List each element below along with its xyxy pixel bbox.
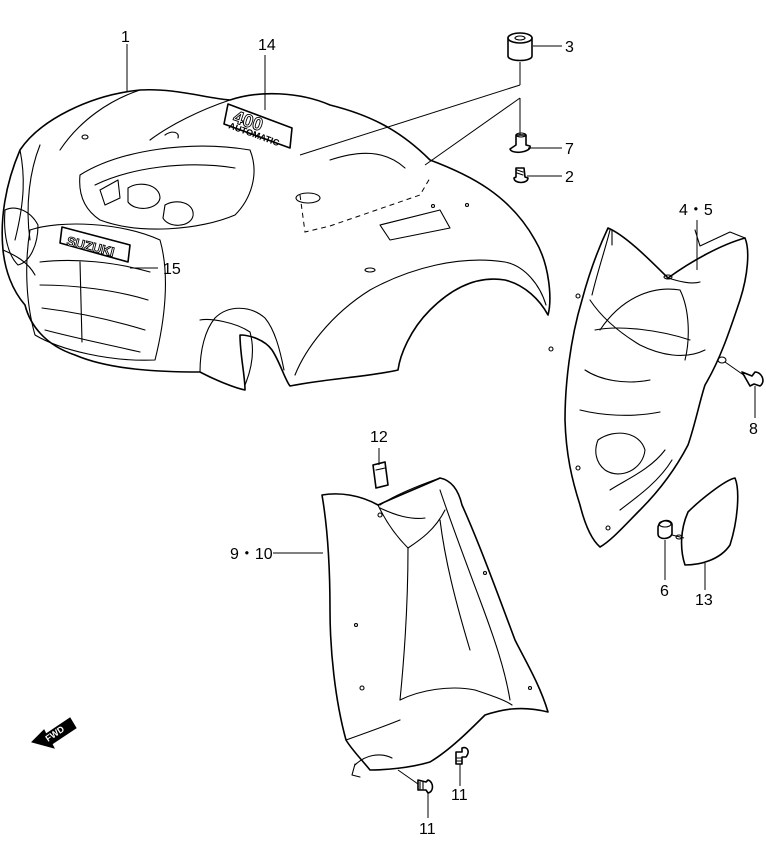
- callout-4-5: 4・5: [679, 202, 713, 219]
- grommet-part-3: [507, 32, 533, 62]
- callout-8: 8: [749, 421, 758, 438]
- callout-13: 13: [695, 592, 713, 609]
- model-badge: 400 AUTOMATIC: [223, 103, 293, 149]
- callout-7: 7: [565, 141, 574, 158]
- callout-6: 6: [660, 583, 669, 600]
- clip-part-12: [372, 461, 389, 489]
- callout-11-left: 11: [419, 821, 436, 838]
- callout-14: 14: [258, 37, 276, 54]
- front-fender: [1, 88, 551, 391]
- rivet-part-8: [717, 356, 764, 387]
- callout-2: 2: [565, 169, 574, 186]
- callout-3: 3: [565, 39, 574, 56]
- callout-1: 1: [121, 29, 130, 46]
- callout-numbers: 1 14 3 7 2 4・5 15 8 12 9・10 6 13 11 11: [121, 29, 758, 838]
- mud-guard-part-9-10: [321, 477, 549, 778]
- screw-part-11-left: [417, 779, 434, 794]
- inner-panel-part-4-5: [548, 227, 749, 548]
- callout-9-10: 9・10: [230, 546, 273, 563]
- callout-11-right: 11: [451, 787, 468, 804]
- cover-part-13: [675, 477, 739, 566]
- bolt-part-2: [513, 167, 529, 184]
- collar-part-7: [509, 132, 531, 154]
- fwd-arrow-icon: FWD: [31, 717, 77, 749]
- grommet-part-6: [657, 519, 673, 540]
- callout-12: 12: [370, 429, 388, 446]
- screw-part-11-right: [455, 746, 469, 765]
- leader-lines: [126, 44, 756, 818]
- callout-15: 15: [163, 261, 181, 278]
